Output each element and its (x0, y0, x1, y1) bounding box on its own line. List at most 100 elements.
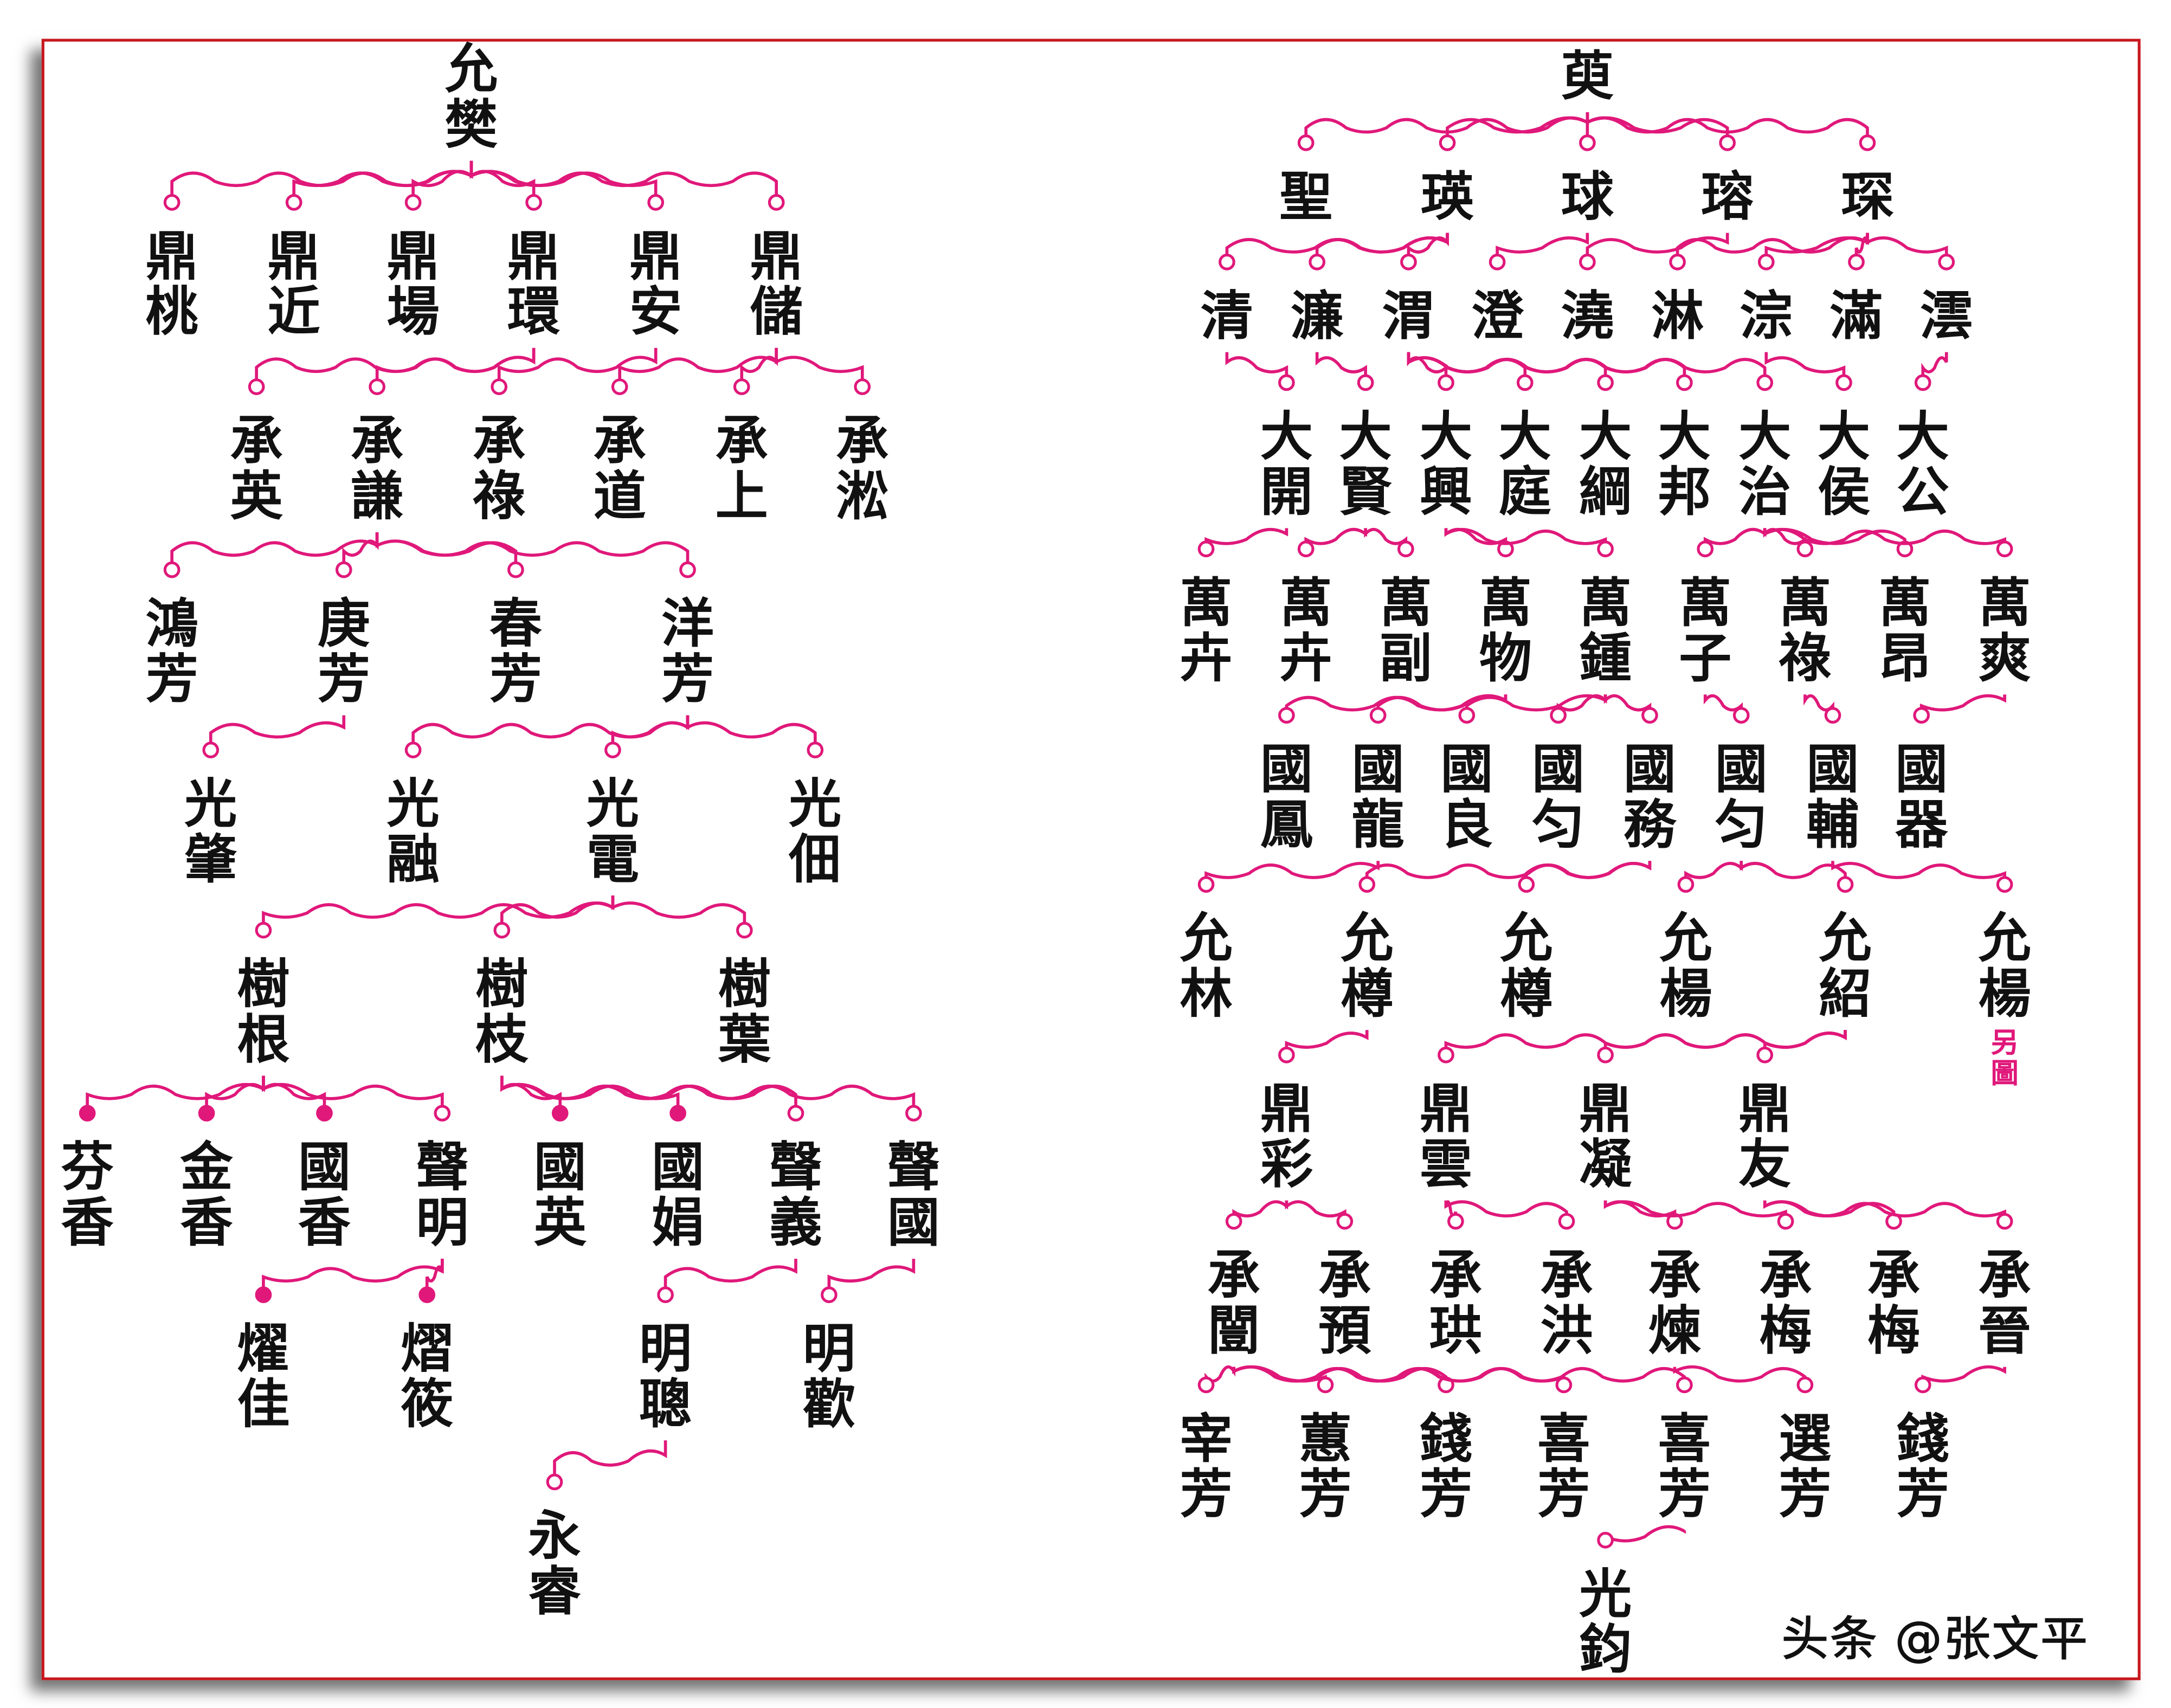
open-node-marker-icon (248, 378, 265, 395)
name-char: 桃 (145, 280, 198, 343)
name-char: 闓 (1207, 1299, 1260, 1362)
person-node: 聲明 (412, 1139, 473, 1251)
name-char: 庭 (1498, 460, 1551, 523)
open-node-marker-icon (1757, 254, 1775, 270)
name-char: 允 (1180, 906, 1233, 969)
person-node: 永睿 (524, 1507, 585, 1620)
name-char: 國 (887, 1190, 940, 1253)
filled-node-marker-icon (669, 1105, 686, 1122)
person-node: 萬物 (1475, 575, 1536, 686)
name-char: 光 (1579, 1562, 1632, 1625)
connector-line (209, 715, 346, 743)
name-char: 濂 (1290, 284, 1344, 347)
name-char: 鼎 (1738, 1077, 1792, 1140)
connector-line (1315, 352, 1367, 376)
connector-line (663, 1259, 797, 1288)
name-char: 凝 (1579, 1132, 1632, 1195)
name-char: 楊 (1659, 962, 1712, 1024)
open-node-marker-icon (1676, 374, 1693, 391)
name-char: 庚 (317, 592, 370, 655)
person-node: 鼎彩 (1256, 1081, 1317, 1193)
connector-line (469, 160, 778, 196)
person-node: 庚芳 (313, 592, 375, 707)
person-node: 大綱 (1575, 408, 1636, 523)
person-node: 聲國 (883, 1139, 944, 1251)
name-char: 允 (1978, 906, 2031, 969)
connector-line (1376, 694, 1508, 712)
open-node-marker-icon (1914, 1376, 1931, 1394)
person-node: 大賢 (1335, 408, 1396, 520)
open-node-marker-icon (1197, 1376, 1215, 1394)
name-char: 鼎 (267, 224, 320, 287)
connector-line (1444, 1200, 1568, 1217)
open-node-marker-icon (1219, 254, 1235, 270)
name-char: 光 (586, 772, 640, 835)
open-node-marker-icon (404, 742, 422, 758)
name-char: 晉 (1978, 1299, 2031, 1362)
person-node: 瑛 (1417, 169, 1478, 224)
open-node-marker-icon (854, 378, 871, 395)
person-node: 大公 (1892, 408, 1954, 520)
person-node: 琛 (1837, 169, 1898, 224)
connector-line (1315, 233, 1449, 255)
filled-node-marker-icon (255, 1286, 272, 1304)
name-char: 承 (230, 409, 283, 472)
connector-line (1465, 694, 1607, 712)
person-node: 清 (1196, 288, 1258, 344)
connector-line (262, 1259, 444, 1288)
connector-line (1803, 694, 1834, 712)
connector-line (292, 160, 473, 196)
connector-line (1603, 1525, 1686, 1543)
open-node-marker-icon (1197, 540, 1215, 558)
person-node: 萬卉 (1275, 575, 1337, 686)
person-node: 鼎雲 (1415, 1081, 1477, 1193)
person-node: 萬祿 (1775, 575, 1836, 686)
person-node: 承闓 (1203, 1247, 1265, 1362)
connector-line (1204, 861, 1380, 879)
person-node: 聲義 (765, 1139, 827, 1251)
name-char: 大 (1738, 404, 1792, 467)
person-node: 承淞 (832, 413, 893, 524)
person-node: 明聰 (635, 1320, 696, 1432)
person-node: 選芳 (1775, 1410, 1836, 1523)
name-char: 筱 (401, 1372, 454, 1435)
name-char: 承 (351, 409, 404, 472)
name-char: 洪 (1540, 1299, 1593, 1362)
name-char: 承 (1759, 1243, 1812, 1306)
name-char: 萸 (1561, 44, 1614, 107)
name-char: 煉 (1648, 1299, 1702, 1362)
name-char: 國 (1260, 737, 1313, 800)
diagram-frame (41, 38, 2141, 1680)
name-char: 瑢 (1701, 165, 1754, 228)
connector-line (469, 160, 536, 196)
name-char: 侯 (1817, 460, 1871, 523)
connector-line (262, 1075, 444, 1106)
connector-line (500, 895, 615, 924)
name-char: 務 (1623, 792, 1677, 855)
name-char: 卉 (1279, 626, 1332, 689)
connector-line (1524, 861, 1652, 879)
connector-line (497, 347, 658, 380)
name-char: 器 (1895, 792, 1948, 855)
person-node: 承梅 (1755, 1243, 1816, 1359)
open-node-marker-icon (604, 742, 621, 758)
name-char: 淋 (1651, 284, 1704, 347)
name-char: 春 (489, 592, 542, 655)
open-node-marker-icon (525, 194, 542, 211)
name-char: 承 (1978, 1243, 2031, 1306)
connector-line (1703, 694, 1743, 712)
name-char: 芳 (1896, 1462, 1949, 1525)
person-node: 鼎友 (1734, 1081, 1795, 1193)
connector-line (262, 895, 615, 924)
open-node-marker-icon (1697, 540, 1714, 558)
connector-line (375, 532, 690, 563)
person-node: 樹根 (233, 956, 294, 1068)
name-char: 綱 (1579, 460, 1632, 523)
name-char: 瑛 (1421, 165, 1474, 228)
connector-line (1285, 1030, 1369, 1049)
open-node-marker-icon (1597, 1532, 1614, 1549)
connector-line (1854, 233, 1869, 255)
name-char: 鳳 (1260, 792, 1313, 855)
connector-line (618, 347, 778, 380)
connector-line (1740, 861, 1847, 879)
